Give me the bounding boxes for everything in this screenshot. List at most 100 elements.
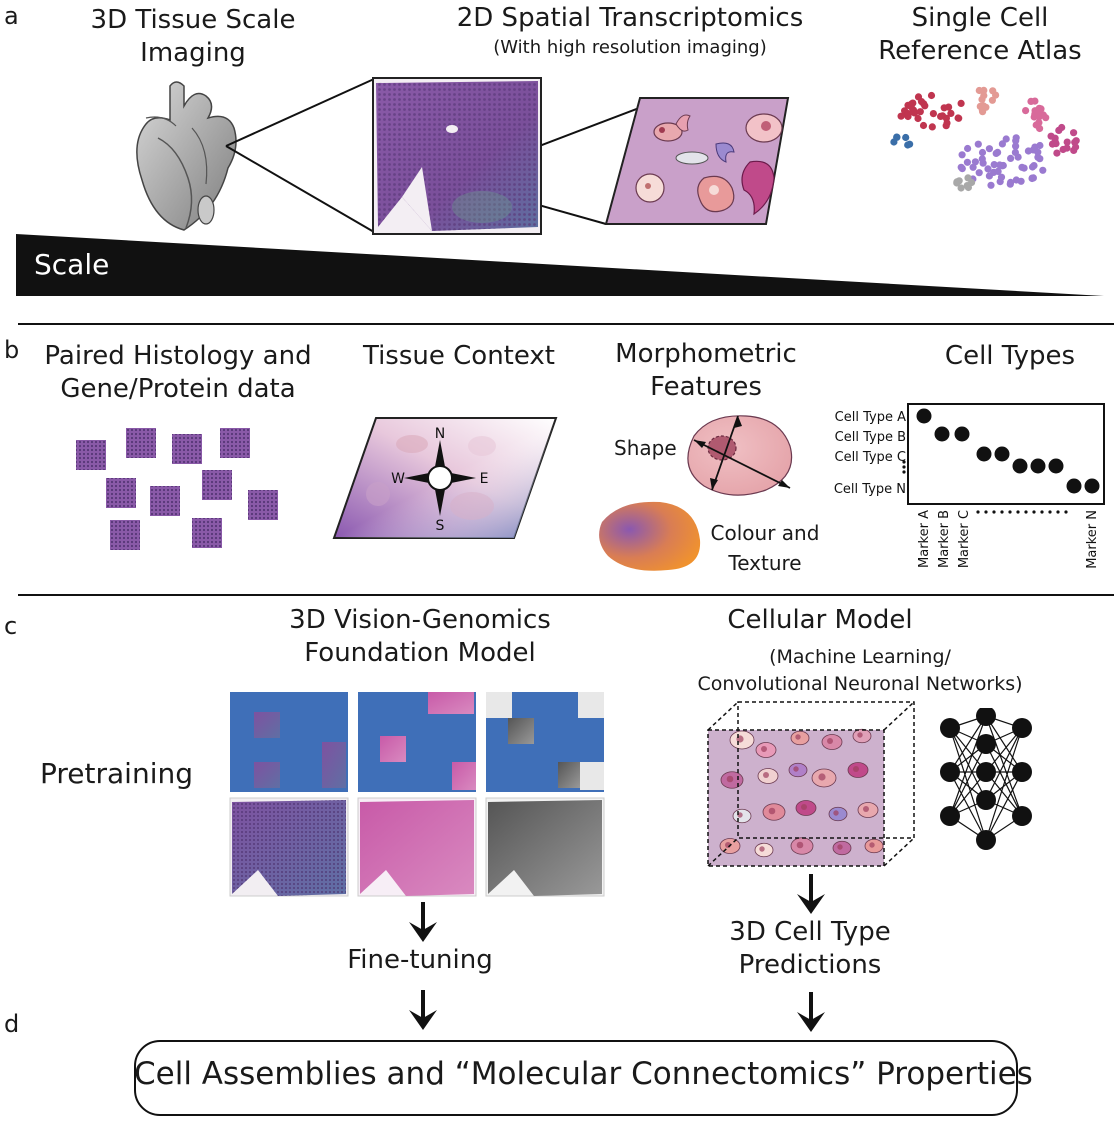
outcome-label: Cell Assemblies and “Molecular Connectom… (134, 1056, 1033, 1092)
atlas-cell-dot (969, 163, 977, 171)
texture-cell-image (599, 501, 701, 571)
cube-cell-nucleus (837, 844, 843, 850)
atlas-cell-dot (1030, 113, 1038, 121)
marker-ellipsis-dot (1048, 510, 1052, 514)
compass-n: N (435, 426, 445, 442)
marker-ellipsis-dot (976, 510, 980, 514)
marker-ellipsis-dot (984, 510, 988, 514)
histology-tile-texture (172, 434, 202, 464)
cube-cell-nucleus (726, 775, 734, 783)
nn-node (940, 762, 960, 782)
masked-tile-1 (230, 692, 348, 792)
arrow-to-finetune-icon (409, 902, 437, 942)
atlas-cell-dot (1034, 148, 1042, 156)
full-tile-2 (357, 797, 477, 897)
atlas-cell-dot (1036, 141, 1044, 150)
histology-tile-texture (220, 428, 250, 458)
foundation-title-line-2: Foundation Model (304, 638, 536, 669)
marker-col-label: Marker A (917, 510, 932, 568)
atlas-cell-dot (1014, 153, 1022, 161)
atlas-cell-dot (937, 112, 945, 120)
atlas-cell-dot (1027, 97, 1035, 105)
nn-node (1012, 806, 1032, 826)
spatial-title: 2D Spatial Transcriptomics (456, 3, 804, 33)
panel-letter-d: d (4, 1010, 20, 1038)
histology-tile-texture (150, 486, 180, 516)
atlas-cell-dot (1053, 149, 1061, 157)
histology-tile-texture (248, 490, 278, 520)
nn-edge (949, 743, 987, 817)
cellular-subtitle-line-1: (Machine Learning/ (769, 646, 951, 668)
compass-s: S (436, 518, 445, 534)
nn-node (1012, 718, 1032, 738)
celltype-dot (1030, 458, 1046, 474)
nn-node (1012, 762, 1032, 782)
atlas-cell-dot (1063, 138, 1071, 146)
atlas-title: Single Cell Reference Atlas (860, 2, 1100, 69)
atlas-cell-dot (964, 174, 972, 182)
marker-ellipsis-dot (992, 510, 996, 514)
atlas-cell-dot (984, 165, 992, 173)
atlas-cell-dot (978, 95, 986, 103)
celltype-dot (1012, 458, 1028, 474)
atlas-cell-dot (947, 109, 955, 117)
imaging-title-line-2: Imaging (140, 38, 246, 69)
celltype-row-label: Cell Type A (835, 410, 906, 425)
atlas-cell-dot (988, 96, 996, 104)
atlas-cell-dot (987, 181, 995, 189)
paired-title-line-2: Gene/Protein data (60, 374, 296, 405)
prediction-label-line-1: 3D Cell Type (729, 917, 891, 947)
atlas-cell-dot (957, 184, 965, 192)
histology-tile-texture (110, 520, 140, 550)
reference-atlas-image (890, 86, 1080, 192)
cube-cell-nucleus (853, 766, 859, 772)
atlas-cell-dot (902, 133, 910, 142)
cellular-subtitle-line-2: Convolutional Neuronal Networks) (697, 672, 1023, 695)
histology-tile-texture (192, 518, 222, 548)
cube-cell-nucleus (763, 772, 769, 778)
marker-ellipsis-dot (1056, 510, 1060, 514)
panel-letter-b: b (4, 336, 20, 364)
atlas-cell-dot (1034, 153, 1042, 161)
spatial-subtitle: (With high resolution imaging) (493, 37, 767, 58)
nn-node (940, 806, 960, 826)
histology-tile-texture (202, 470, 232, 500)
atlas-cell-dot (919, 121, 928, 130)
celltype-row-label: Cell Type N (834, 482, 906, 497)
full-tile-1 (229, 797, 349, 897)
nn-node (976, 790, 996, 810)
atlas-cell-dot (971, 158, 979, 166)
full-tile-3 (485, 797, 605, 897)
morpho-title: Morphometric Features (596, 338, 816, 405)
atlas-cell-dot (929, 110, 937, 118)
atlas-cell-dot (1051, 134, 1059, 142)
atlas-cell-dot (1012, 142, 1020, 150)
nn-node (976, 734, 996, 754)
celltype-dot (994, 446, 1010, 462)
celltype-dot (934, 426, 950, 442)
cube-cell-nucleus (793, 766, 799, 772)
marker-ellipsis-dot (1016, 510, 1020, 514)
atlas-cell-dot (974, 140, 982, 148)
atlas-cell-dot (1063, 144, 1071, 152)
atlas-cell-dot (904, 110, 913, 118)
nn-edge (985, 715, 1023, 773)
marker-ellipsis-dot (1032, 510, 1036, 514)
tissue-section-image (372, 77, 542, 235)
foundation-title-line-1: 3D Vision-Genomics (289, 605, 551, 635)
celltypes-title: Cell Types (944, 341, 1076, 371)
pretraining-grid (229, 692, 605, 897)
cube-cell-nucleus (833, 810, 839, 816)
atlas-cell-dot (945, 103, 953, 111)
atlas-cell-dot (963, 182, 971, 190)
atlas-cell-dot (992, 91, 1000, 99)
marker-ellipsis-dot (1008, 510, 1012, 514)
atlas-cell-dot (978, 155, 986, 163)
nn-edge (985, 715, 1023, 817)
atlas-cell-dot (1039, 166, 1047, 174)
atlas-cell-dot (978, 148, 987, 157)
scale-label: Scale (34, 248, 110, 281)
foundation-title: 3D Vision-Genomics Foundation Model (250, 604, 590, 671)
atlas-cell-dot (1071, 138, 1079, 146)
cube-cell-nucleus (759, 846, 765, 852)
